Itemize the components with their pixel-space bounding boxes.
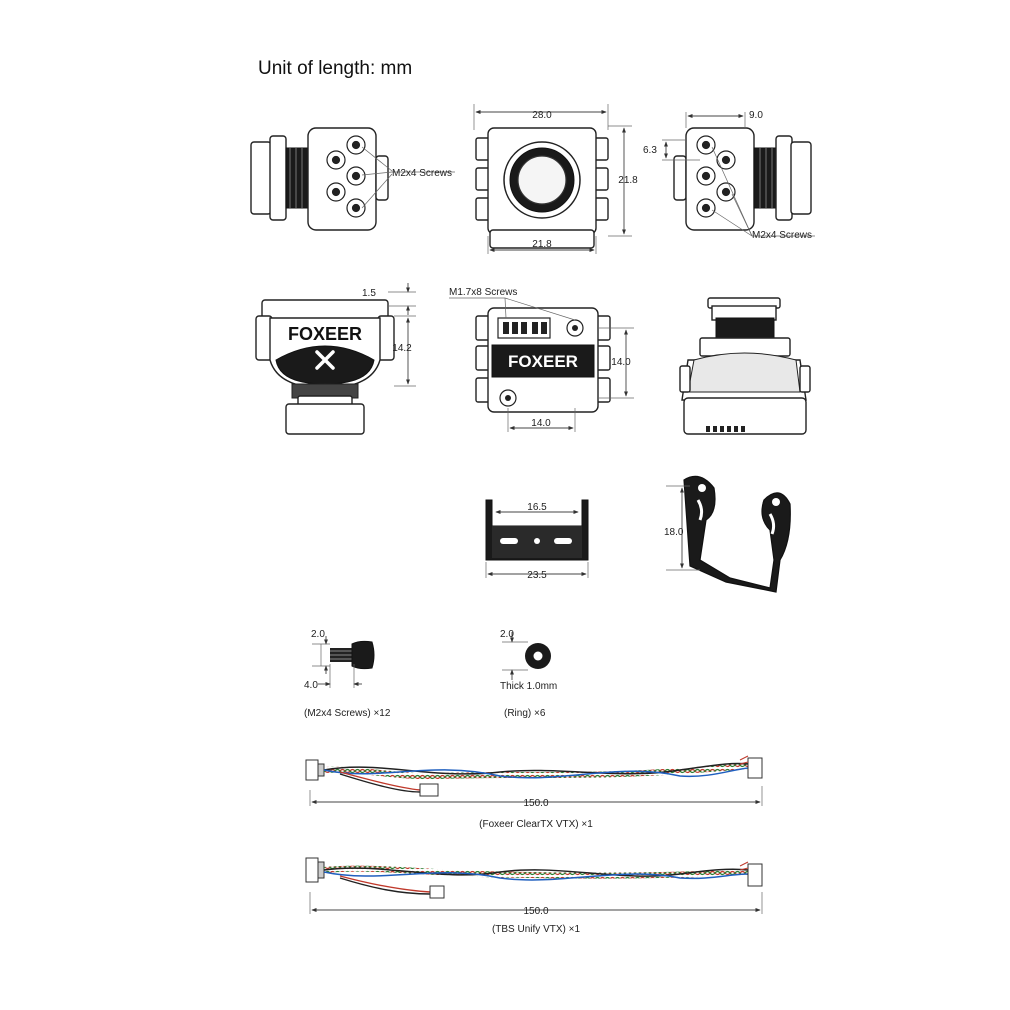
dim-bracket-inner: 16.5	[527, 502, 547, 513]
m17x8-screws-label: M1.7x8 Screws	[449, 287, 517, 298]
dim-side-top: 1.5	[362, 288, 376, 299]
caption-cable2: (TBS Unify VTX) ×1	[492, 924, 581, 935]
bracket-perspective-view: 18.0	[664, 475, 791, 593]
x-logo-icon	[315, 350, 335, 370]
camera-right-side-view: M2x4 Screws 9.0 6.3	[643, 110, 815, 241]
caption-ring: (Ring) ×6	[504, 708, 546, 719]
m2x4-screws-label-left: M2x4 Screws	[392, 168, 452, 179]
dim-back-right: 14.0	[611, 357, 631, 368]
camera-top-view	[679, 297, 811, 435]
brand-logo-back: FOXEER	[508, 352, 578, 371]
dim-side-right: 14.2	[392, 343, 412, 354]
caption-screws: (M2x4 Screws) ×12	[304, 708, 391, 719]
dim-cable2-length: 150.0	[523, 906, 548, 917]
caption-cable1: (Foxeer ClearTX VTX) ×1	[479, 819, 593, 830]
dim-cable1-length: 150.0	[523, 798, 548, 809]
dim-right-left: 6.3	[643, 145, 657, 156]
dim-back-bottom: 14.0	[531, 418, 551, 429]
dim-screw-length: 4.0	[304, 680, 318, 691]
camera-left-side-view: M2x4 Screws	[250, 127, 455, 231]
dim-bracket-outer: 23.5	[527, 570, 547, 581]
dim-right-top: 9.0	[749, 110, 763, 121]
cable-clear-tx: 150.0 (Foxeer ClearTX VTX) ×1	[305, 755, 763, 830]
dim-front-bottom: 21.8	[532, 239, 552, 250]
screw-drawing: 2.0 4.0 (M2x4 Screws) ×12	[304, 629, 391, 719]
page-title: Unit of length: mm	[258, 58, 413, 79]
dim-front-top: 28.0	[532, 110, 552, 121]
dim-ring: 2.0	[500, 629, 514, 640]
bracket-front-view: 16.5 23.5	[485, 499, 589, 581]
camera-logo-view: FOXEER 1.5 14.2	[255, 283, 416, 435]
camera-back-view: FOXEER M1.7x8 Screws 14.0	[449, 287, 634, 432]
brand-logo-side: FOXEER	[288, 324, 362, 344]
ring-thickness-label: Thick 1.0mm	[500, 681, 557, 692]
cable-tbs-unify: 150.0 (TBS Unify VTX) ×1	[305, 857, 763, 935]
dim-screw-head: 2.0	[311, 629, 325, 640]
camera-front-view: 28.0 21.8 21.8	[473, 104, 638, 254]
dim-bracket-height: 18.0	[664, 527, 684, 538]
m2x4-screws-label-right: M2x4 Screws	[752, 230, 812, 241]
dim-front-right: 21.8	[618, 175, 638, 186]
ring-drawing: 2.0 Thick 1.0mm (Ring) ×6	[500, 629, 557, 719]
